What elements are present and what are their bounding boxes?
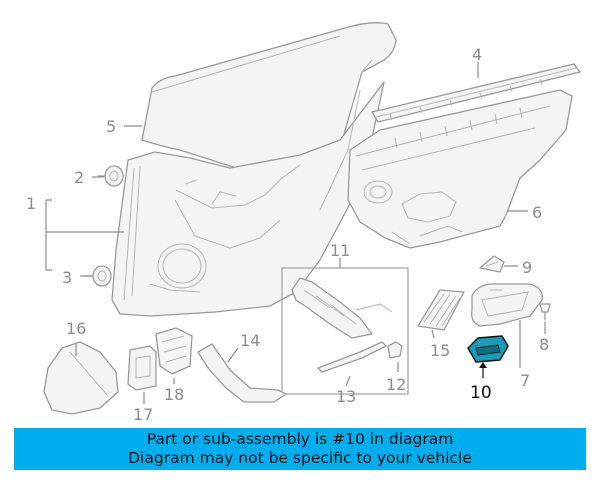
part-5-upper-trim — [141, 22, 397, 171]
callout-9: 9 — [522, 258, 532, 277]
callout-8: 8 — [539, 335, 549, 354]
callout-12: 12 — [386, 375, 406, 394]
part-14-trim-strip — [197, 343, 287, 403]
callout-2: 2 — [74, 168, 84, 187]
callout-11: 11 — [330, 241, 350, 260]
callout-5: 5 — [106, 117, 116, 136]
callout-4: 4 — [472, 45, 482, 64]
callout-15: 15 — [430, 341, 450, 360]
callout-16: 16 — [66, 319, 86, 338]
part-10-switch-highlighted — [467, 335, 509, 378]
part-9-clip — [479, 255, 505, 273]
callout-7: 7 — [520, 371, 530, 390]
part-15-grille — [417, 289, 465, 331]
part-8-screw — [539, 303, 551, 321]
part-1-door-panel — [111, 81, 385, 317]
part-6-door-carrier — [347, 89, 573, 249]
part-11-bracket — [291, 277, 393, 339]
callout-6: 6 — [532, 203, 542, 222]
info-banner: Part or sub-assembly is #10 in diagram D… — [14, 428, 586, 470]
callout-17: 17 — [133, 405, 153, 424]
part-12-clip — [387, 341, 403, 359]
part-2-clip — [97, 165, 124, 187]
banner-line-2: Diagram may not be specific to your vehi… — [128, 449, 472, 467]
callout-14: 14 — [240, 331, 260, 350]
group-11-box — [281, 267, 409, 395]
callout-3: 3 — [62, 268, 72, 287]
part-7-handle-bezel — [471, 283, 543, 327]
part-13-strip — [317, 341, 387, 373]
part-4-weatherstrip — [371, 63, 581, 123]
callout-13: 13 — [336, 387, 356, 406]
part-18-switch — [155, 327, 193, 375]
leader-lines — [45, 62, 546, 404]
callout-10: 10 — [470, 383, 492, 403]
callout-18: 18 — [164, 385, 184, 404]
callout-1: 1 — [26, 194, 36, 213]
banner-line-1: Part or sub-assembly is #10 in diagram — [146, 430, 454, 448]
part-16-cover — [43, 341, 119, 415]
part-17-switch — [127, 345, 157, 391]
